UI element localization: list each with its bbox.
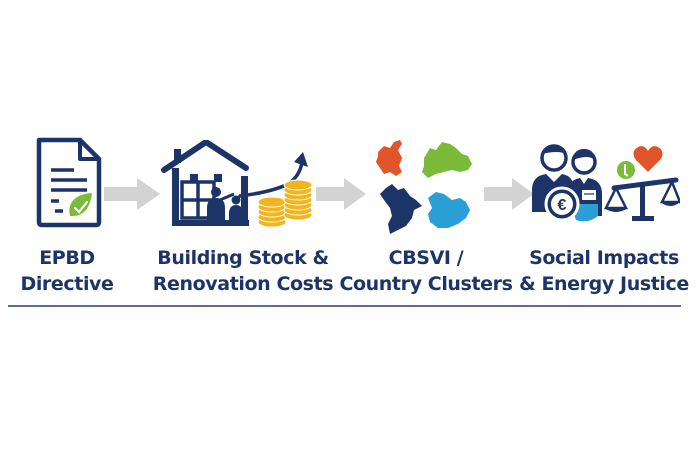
divider-line bbox=[8, 305, 681, 307]
flow-arrow-1 bbox=[104, 178, 160, 210]
step-label-line: Country Clusters bbox=[339, 273, 513, 295]
svg-text:€: € bbox=[558, 197, 567, 214]
step-label-line: & Energy Justice bbox=[519, 273, 689, 295]
house-coins-growth-icon bbox=[161, 140, 313, 228]
step-label-line: CBSVI / bbox=[388, 247, 464, 269]
flow-arrow-2 bbox=[316, 178, 366, 210]
step-label-epbd: EPBD Directive bbox=[12, 245, 122, 297]
step-label-building: Building Stock & Renovation Costs bbox=[148, 245, 338, 297]
document-with-leaf-icon bbox=[36, 137, 102, 228]
people-scale-heart-icon: € bbox=[532, 144, 680, 222]
step-label-line: Building Stock & bbox=[157, 247, 329, 269]
step-label-line: Directive bbox=[20, 273, 114, 295]
step-label-line: EPBD bbox=[39, 247, 95, 269]
step-label-line: Renovation Costs bbox=[152, 273, 334, 295]
step-label-social: Social Impacts & Energy Justice bbox=[514, 245, 694, 297]
country-clusters-map-icon bbox=[376, 140, 472, 234]
step-label-cbsvi: CBSVI / Country Clusters bbox=[338, 245, 514, 297]
step-label-line: Social Impacts bbox=[529, 247, 679, 269]
flow-arrow-3 bbox=[484, 178, 534, 210]
